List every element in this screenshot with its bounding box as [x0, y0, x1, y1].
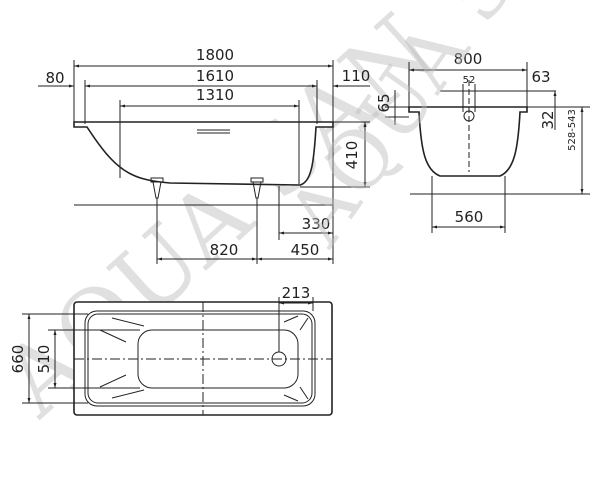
dim-65: 65 [375, 93, 393, 112]
foot-left [150, 177, 164, 205]
dim-52: 52 [463, 75, 476, 86]
dim-450: 450 [291, 241, 320, 259]
dimension-line [99, 329, 127, 343]
dim-560: 560 [455, 208, 484, 226]
dimension-line [99, 374, 127, 388]
dimension-line [111, 317, 145, 327]
dim-63: 63 [531, 68, 550, 86]
path-shape [152, 181, 162, 199]
dimension-line [299, 317, 309, 331]
dim-330: 330 [302, 215, 331, 233]
dim-410: 410 [343, 141, 361, 170]
dim-1800: 1800 [196, 46, 234, 64]
end-tub-body [408, 106, 528, 177]
dim-110: 110 [342, 67, 371, 85]
dimension-line [299, 386, 309, 400]
dimension-line [111, 389, 145, 399]
side-tub-body [73, 121, 334, 186]
path-shape [252, 181, 262, 199]
side-view: 1800 1610 80 110 1310 410 330 820 450 [38, 46, 370, 264]
g-shape [99, 315, 309, 402]
foot-right [250, 177, 264, 205]
dim-213: 213 [282, 284, 311, 302]
dim-660: 660 [9, 345, 27, 374]
dim-1610: 1610 [196, 67, 234, 85]
dim-80: 80 [45, 69, 64, 87]
dim-820: 820 [210, 241, 239, 259]
dimension-line [283, 394, 299, 402]
dim-528-543: 528-543 [567, 109, 578, 151]
dim-32: 32 [539, 110, 557, 129]
dim-1310: 1310 [196, 86, 234, 104]
dim-510: 510 [35, 345, 53, 374]
top-view: 213 660 510 [9, 284, 333, 416]
dim-800: 800 [454, 50, 483, 68]
end-view: 800 52 63 32 65 528-543 560 [375, 50, 590, 233]
dimension-line [283, 315, 299, 323]
